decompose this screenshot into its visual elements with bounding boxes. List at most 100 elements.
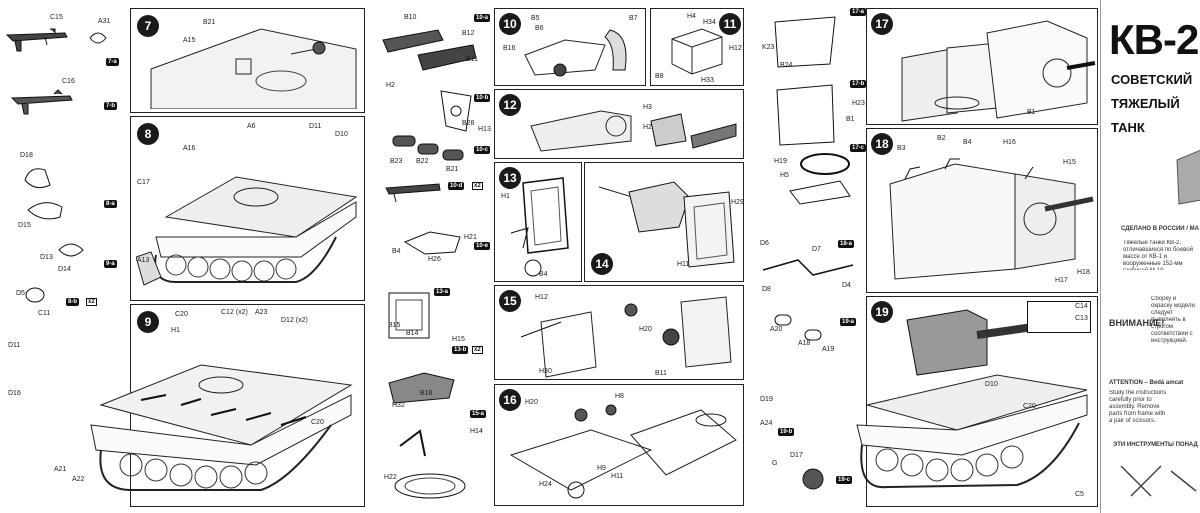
part-label: H34: [703, 19, 716, 26]
part-label: H16: [1003, 139, 1016, 146]
quantity-badge: x2: [86, 298, 97, 306]
step-9-panel: 9 C20 C12 (x2) A23 D12 (x2) H1 C20: [90, 304, 365, 507]
part-label: D10: [335, 131, 348, 138]
substep-badge: 18-a: [838, 240, 855, 248]
turret-walls-illustration: [901, 20, 1096, 122]
part-label: A22: [72, 476, 85, 483]
part-label: D4: [842, 282, 851, 289]
plate-illustration: [520, 296, 732, 378]
step-15-panel: 15 H12 H30 H20 B11: [494, 285, 744, 380]
step-16-panel: 16 H20 H8 H9 H24 H11: [494, 384, 744, 506]
part-label: A15: [183, 37, 196, 44]
step-number: 10: [499, 13, 521, 35]
part-label: B22: [416, 158, 429, 165]
step-number: 16: [499, 389, 521, 411]
quantity-badge: x2: [472, 182, 483, 190]
part-label: H15: [1063, 159, 1076, 166]
step-number: 19: [871, 301, 893, 323]
substep-badge: 7-b: [104, 102, 117, 110]
step-number: 15: [499, 290, 521, 312]
part-label: A19: [822, 346, 835, 353]
part-label: D7: [812, 246, 821, 253]
part-illustration: [89, 32, 107, 44]
part-label: C5: [1075, 491, 1084, 498]
ring-illustration: [789, 153, 851, 205]
tools-illustration: [1120, 465, 1197, 497]
part-label: H17: [1055, 277, 1068, 284]
substep-badge: 13-b: [452, 346, 469, 354]
substep-badge: 8-b: [66, 298, 79, 306]
cylinder-parts-illustration: [392, 135, 464, 161]
step-number: 18: [871, 133, 893, 155]
part-label: B10: [404, 14, 417, 21]
part-label: H32: [392, 402, 405, 409]
part-label: D8: [762, 286, 771, 293]
hatch-illustration: [388, 292, 430, 339]
fender-illustration: [762, 259, 854, 276]
assembly-note: Сборку и окраску модели следует выполнят…: [1151, 296, 1195, 344]
step-number: 7: [137, 15, 159, 37]
rear-plate-illustration: [776, 84, 835, 146]
machine-gun-illustration: [10, 89, 73, 115]
part-label: C17: [137, 179, 150, 186]
substep-badge: 19-a: [840, 318, 857, 326]
part-label: C12 (x2): [221, 309, 248, 316]
part-label: B24: [780, 62, 793, 69]
part-label: H18: [1077, 269, 1090, 276]
part-label: A21: [54, 466, 67, 473]
substep-badge: 7-a: [106, 58, 119, 66]
part-label: A13: [137, 257, 150, 264]
step-11-panel: 11 H4 H34 H12 B8 H33: [650, 8, 744, 86]
part-label: C13: [1075, 315, 1088, 322]
part-label: B1: [1027, 109, 1036, 116]
note-box: [1027, 301, 1091, 333]
part-label: C16: [62, 78, 75, 85]
part-label: H11: [611, 473, 624, 480]
step-number: 8: [137, 123, 159, 145]
part-label: D15: [18, 222, 31, 229]
part-label: B11: [466, 56, 478, 63]
attention-heading: ATTENTION – Bedá amcat: [1109, 380, 1184, 386]
part-label: D13: [40, 254, 53, 261]
step-18-panel: 18 B3 B2 B4 H16 H15 H17 H18: [866, 128, 1098, 293]
model-title: КВ-2: [1109, 16, 1199, 63]
part-label: B23: [390, 158, 403, 165]
substep-badge: 10-a: [474, 14, 491, 22]
part-label: B14: [406, 330, 419, 337]
part-label: H19: [774, 158, 787, 165]
substep-badge: 9-a: [104, 260, 117, 268]
part-label: H30: [539, 368, 552, 375]
made-in-text: СДЕЛАНО В РОССИИ / МА: [1121, 226, 1199, 232]
attention-text: Study the instructions carefully prior t…: [1109, 390, 1167, 424]
part-label: B21: [446, 166, 459, 173]
part-label: H20: [525, 399, 538, 406]
description-text: Тяжелые танки КВ-2, отличавшиеся по боев…: [1123, 240, 1193, 270]
part-illustration: [27, 202, 63, 220]
part-label: H3: [643, 104, 652, 111]
quantity-badge: x2: [472, 346, 483, 354]
substep-badge: 10-c: [474, 146, 491, 154]
step-12-panel: 12 H3 H2: [494, 89, 744, 159]
part-label: H26: [428, 256, 441, 263]
part-label: B1: [846, 116, 855, 123]
part-illustration: [25, 287, 45, 303]
part-label: D17: [790, 452, 803, 459]
part-label: H1: [501, 193, 510, 200]
step-10-panel: 10 B5 B7 B6 B16: [494, 8, 646, 86]
part-label: B7: [629, 15, 638, 22]
step-number: 9: [137, 311, 159, 333]
part-label: A20: [770, 326, 783, 333]
subtitle-line: СОВЕТСКИЙ: [1111, 72, 1193, 87]
gun-barrel-illustration: [382, 29, 477, 71]
part-label: H20: [639, 326, 652, 333]
part-label: H11: [677, 261, 690, 268]
substep-badge: 17-a: [850, 8, 867, 16]
tank-silhouette-icon: [1176, 149, 1200, 205]
part-label: C15: [50, 14, 63, 21]
part-label: D6: [760, 240, 769, 247]
part-label: B12: [462, 30, 475, 37]
part-label: H29: [731, 199, 744, 206]
step-7-panel: 7 B21 A15: [130, 8, 365, 113]
part-label: D16: [8, 390, 21, 397]
part-label: A31: [98, 18, 111, 25]
